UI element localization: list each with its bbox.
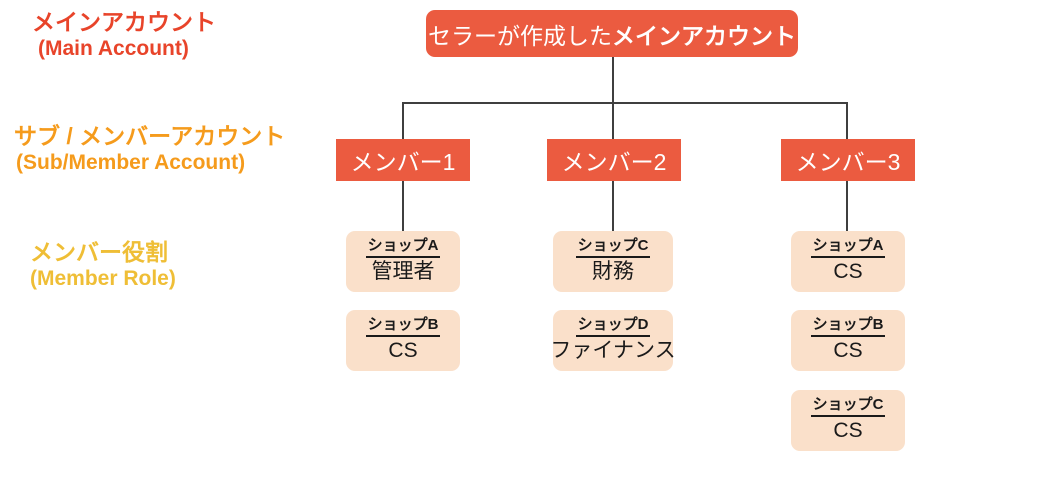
legend-member-role: メンバー役割 (Member Role) (30, 238, 176, 292)
role-shop-name: ショップA (365, 237, 441, 258)
node-role-member-2-shop-d[interactable]: ショップD ファイナンス (550, 310, 676, 371)
connector-horizontal-bus (402, 102, 848, 104)
role-shop-name: ショップD (575, 316, 651, 337)
node-main-account[interactable]: セラーが作成したメインアカウント (426, 10, 798, 57)
connector-member-1-to-roles (402, 181, 404, 231)
node-member-1-label: メンバー1 (350, 149, 456, 175)
node-member-1[interactable]: メンバー1 (336, 139, 470, 181)
main-account-lead-text: セラーが作成した (428, 22, 612, 49)
role-role-name: 管理者 (371, 259, 435, 283)
node-member-3[interactable]: メンバー3 (781, 139, 915, 181)
role-role-name: CS (833, 418, 863, 442)
role-shop-name: ショップB (365, 316, 441, 337)
role-shop-name: ショップB (810, 316, 886, 337)
legend-member-role-en: (Member Role) (30, 267, 176, 291)
main-account-strong-text: メインアカウント (612, 22, 796, 49)
node-member-3-label: メンバー3 (795, 149, 901, 175)
node-role-member-1-shop-a[interactable]: ショップA 管理者 (346, 231, 460, 292)
role-shop-name: ショップC (575, 237, 651, 258)
role-role-name: CS (388, 338, 418, 362)
node-role-member-2-shop-c[interactable]: ショップC 財務 (553, 231, 673, 292)
role-shop-name: ショップA (810, 237, 886, 258)
legend-sub-member-account: サブ / メンバーアカウント (Sub/Member Account) (14, 122, 285, 176)
role-role-name: ファイナンス (550, 338, 676, 362)
connector-member-3-to-roles (846, 181, 848, 231)
connector-drop-member-3 (846, 102, 848, 140)
node-role-member-1-shop-b[interactable]: ショップB CS (346, 310, 460, 371)
legend-main-account-en: (Main Account) (38, 37, 189, 61)
connector-member-2-to-roles (612, 181, 614, 231)
connector-drop-member-2 (612, 102, 614, 140)
connector-main-trunk (612, 56, 614, 104)
role-shop-name: ショップC (810, 396, 886, 417)
legend-sub-member-account-en: (Sub/Member Account) (16, 151, 246, 175)
node-role-member-3-shop-b[interactable]: ショップB CS (791, 310, 905, 371)
legend-main-account: メインアカウント (Main Account) (32, 8, 216, 62)
role-role-name: 財務 (592, 259, 634, 283)
connector-drop-member-1 (402, 102, 404, 140)
legend-main-account-ja: メインアカウント (32, 9, 216, 35)
role-role-name: CS (833, 259, 863, 283)
legend-sub-member-account-ja: サブ / メンバーアカウント (14, 123, 286, 149)
node-member-2-label: メンバー2 (561, 149, 667, 175)
node-role-member-3-shop-c[interactable]: ショップC CS (791, 390, 905, 451)
node-role-member-3-shop-a[interactable]: ショップA CS (791, 231, 905, 292)
legend-member-role-ja: メンバー役割 (30, 239, 168, 265)
role-role-name: CS (833, 338, 863, 362)
node-member-2[interactable]: メンバー2 (547, 139, 681, 181)
